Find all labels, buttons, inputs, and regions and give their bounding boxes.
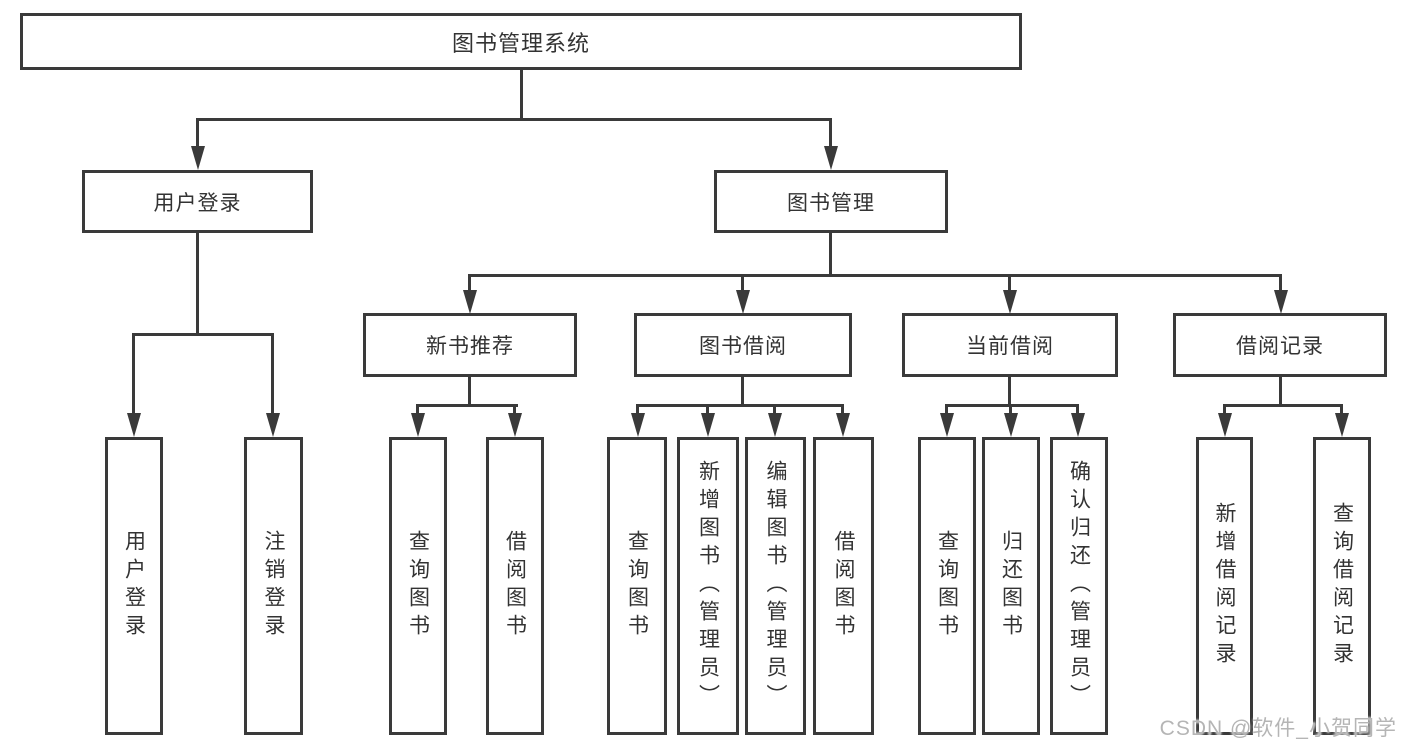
node-root-label: 图书管理系统 [451,30,590,56]
edge-line [1223,404,1343,407]
leaf-current-confirm-return-admin-label: 确认归还（管理员） [1067,460,1091,712]
arrowhead [767,413,782,437]
edge-line [945,404,1079,407]
edge-line [1009,404,1012,418]
edge-line [416,404,518,407]
node-new-book-recommend: 新书推荐 [363,313,577,377]
leaf-current-return-book: 归还图书 [982,437,1040,735]
edge-line [1223,404,1226,418]
edge-line [741,274,744,292]
node-book-management-label: 图书管理 [787,191,875,215]
node-new-book-recommend-label: 新书推荐 [426,335,514,358]
leaf-borrow-query-book: 查询图书 [607,437,667,735]
edge-line [841,404,844,418]
leaf-records-add-record: 新增借阅记录 [1196,437,1253,735]
edge-line [196,118,199,148]
arrowhead [190,146,205,170]
node-borrow-records-label: 借阅记录 [1236,335,1324,358]
leaf-recommend-query-book: 查询图书 [389,437,447,735]
edge-line [468,274,1282,277]
edge-line [1340,404,1343,418]
leaf-borrow-borrow-book-label: 借阅图书 [832,530,855,642]
leaf-user-login: 用户登录 [105,437,163,735]
edge-line [829,118,832,148]
arrowhead [700,413,715,437]
node-root: 图书管理系统 [20,13,1022,70]
edge-line [416,404,419,418]
leaf-current-query-book-label: 查询图书 [935,530,959,642]
leaf-user-login-label: 用户登录 [122,530,146,642]
edge-line [132,333,274,336]
edge-line [196,233,199,335]
edge-line [741,377,744,407]
arrowhead [462,290,477,314]
leaf-recommend-borrow-book: 借阅图书 [486,437,544,735]
arrowhead [835,413,850,437]
arrowhead [939,413,954,437]
node-book-borrow: 图书借阅 [634,313,852,377]
arrowhead [1273,290,1288,314]
arrowhead [265,413,280,437]
leaf-borrow-add-book-admin-label: 新增图书（管理员） [696,460,720,712]
leaf-borrow-query-book-label: 查询图书 [625,530,649,642]
leaf-logout-label: 注销登录 [262,530,285,642]
arrowhead [630,413,645,437]
edge-line [468,274,471,292]
leaf-borrow-edit-book-admin-label: 编辑图书（管理员） [764,460,787,712]
edge-line [513,404,516,418]
leaf-current-query-book: 查询图书 [918,437,976,735]
node-book-management: 图书管理 [714,170,948,233]
arrowhead [735,290,750,314]
edge-line [706,404,709,418]
watermark: CSDN @软件_小贺同学 [1159,717,1397,740]
node-book-borrow-label: 图书借阅 [699,335,787,358]
node-current-borrow-label: 当前借阅 [966,335,1054,358]
arrowhead [410,413,425,437]
leaf-recommend-borrow-book-label: 借阅图书 [503,530,527,642]
node-user-login-label: 用户登录 [153,191,242,215]
arrowhead [1070,413,1085,437]
edge-line [271,333,274,415]
node-current-borrow: 当前借阅 [902,313,1118,377]
leaf-records-query-record-label: 查询借阅记录 [1330,502,1354,670]
edge-line [1008,274,1011,292]
leaf-borrow-edit-book-admin: 编辑图书（管理员） [745,437,806,735]
arrowhead [1217,413,1232,437]
edge-line [829,233,832,276]
node-borrow-records: 借阅记录 [1173,313,1387,377]
edge-line [636,404,844,407]
leaf-current-return-book-label: 归还图书 [999,530,1023,642]
edge-line [520,70,523,119]
leaf-current-confirm-return-admin: 确认归还（管理员） [1050,437,1108,735]
leaf-records-add-record-label: 新增借阅记录 [1213,502,1236,670]
leaf-records-query-record: 查询借阅记录 [1313,437,1371,735]
arrowhead [823,146,838,170]
edge-line [1076,404,1079,418]
leaf-logout: 注销登录 [244,437,303,735]
edge-line [132,333,135,415]
edge-line [468,377,471,407]
leaf-recommend-query-book-label: 查询图书 [406,530,430,642]
arrowhead [1002,290,1017,314]
edge-line [636,404,639,418]
edge-line [1279,274,1282,292]
arrowhead [1334,413,1349,437]
edge-line [1008,377,1011,407]
arrowhead [1003,413,1018,437]
edge-line [1279,377,1282,407]
node-user-login: 用户登录 [82,170,313,233]
edge-line [196,118,832,121]
leaf-borrow-borrow-book: 借阅图书 [813,437,874,735]
leaf-borrow-add-book-admin: 新增图书（管理员） [677,437,739,735]
edge-line [945,404,948,418]
arrowhead [126,413,141,437]
arrowhead [507,413,522,437]
edge-line [773,404,776,418]
